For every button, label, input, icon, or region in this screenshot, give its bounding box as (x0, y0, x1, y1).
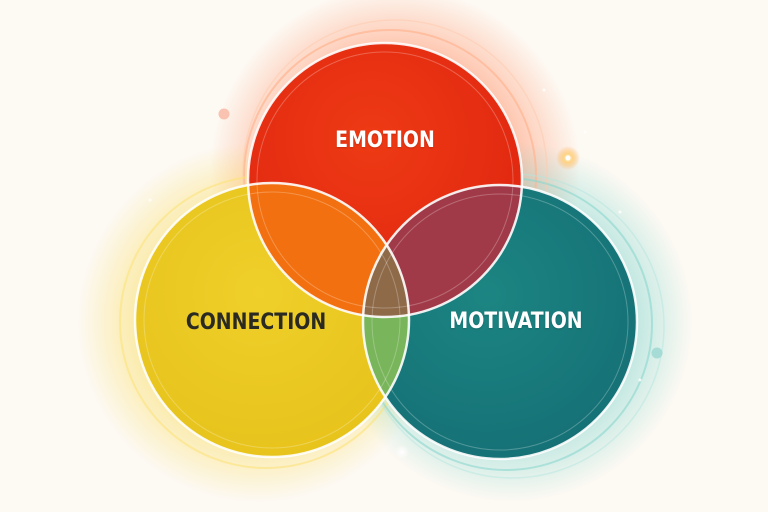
label-connection: CONNECTION (185, 310, 327, 335)
label-motivation: MOTIVATION (449, 309, 583, 334)
circle-outlines (133, 41, 639, 461)
overlap-emotion-connection (248, 183, 409, 317)
sparkle-decorations (148, 88, 663, 459)
overlap-emotion-motivation (363, 185, 522, 317)
label-emotion: EMOTION (335, 128, 435, 153)
